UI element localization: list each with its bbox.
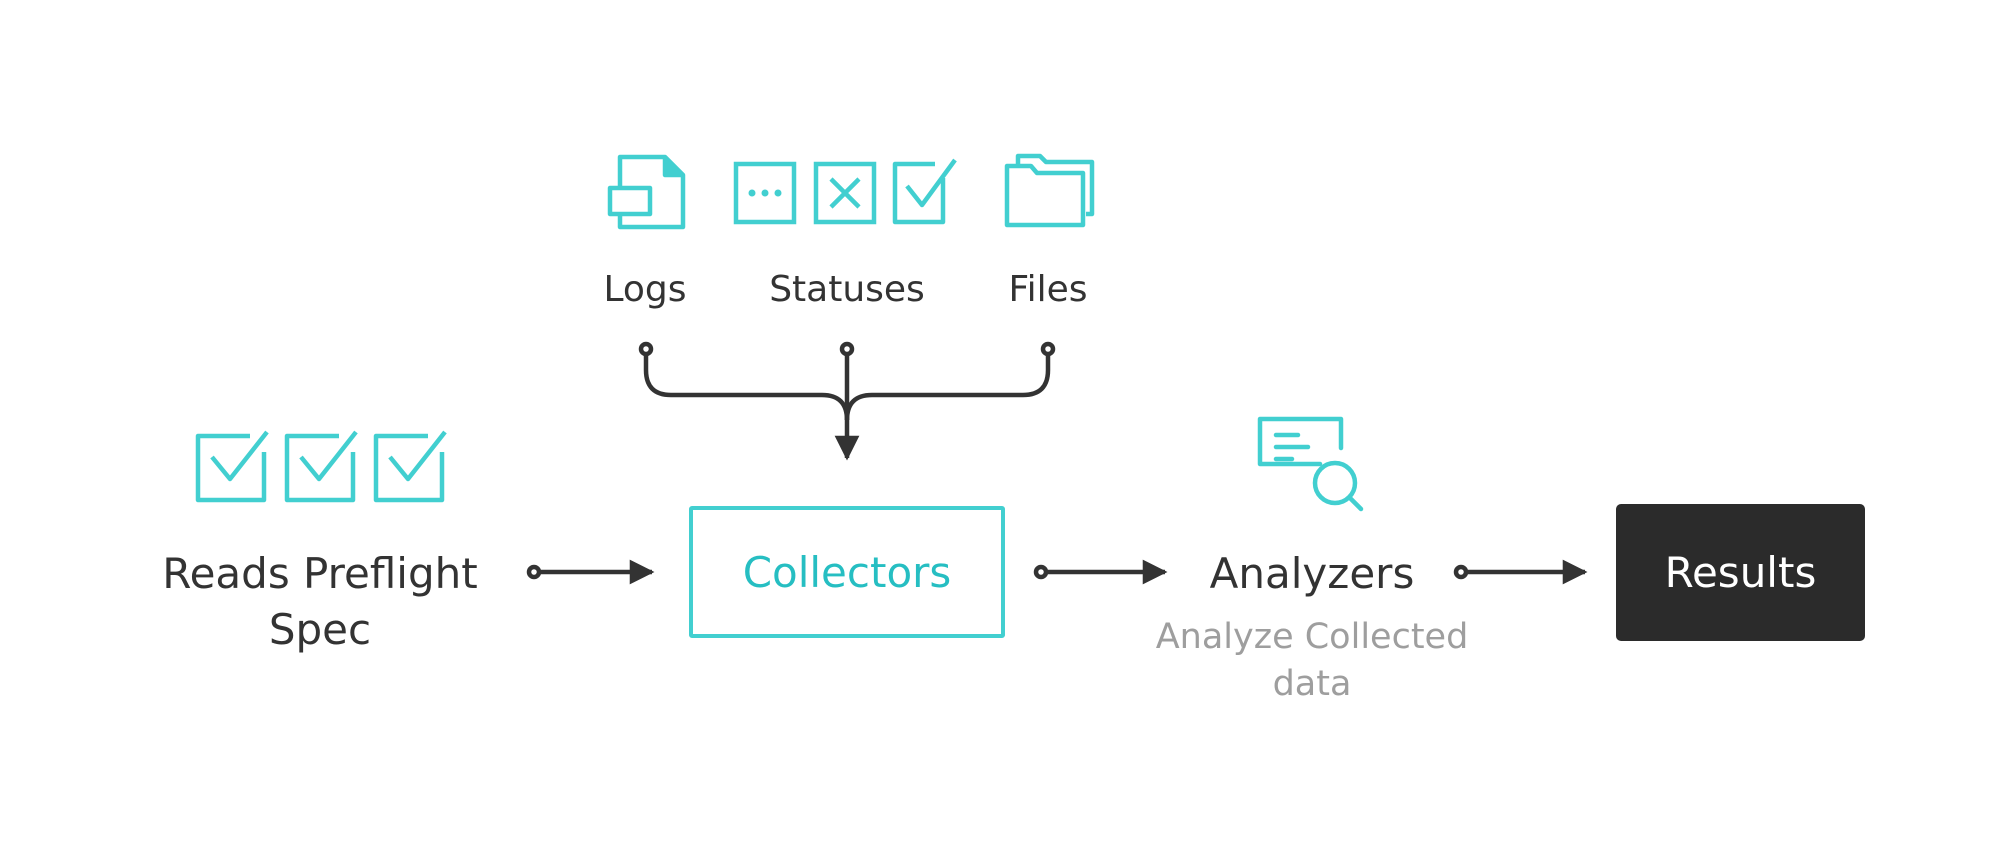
analyzers-description: Analyze Collected data [1155,617,1469,704]
preflight-spec-label: Reads Preflight Spec [162,549,478,654]
arrow-spec-to-collectors [526,559,655,585]
document-search-icon [1257,416,1364,512]
files-label: Files [1008,269,1088,310]
checkbox-checked-icon [284,430,358,503]
collectors-node: Collectors [689,506,1005,638]
results-node: Results [1616,504,1865,641]
logs-label: Logs [603,269,687,310]
arrow-analyzers-to-results [1453,559,1588,585]
log-file-icon [607,154,686,230]
arrow-collectors-to-analyzers [1033,559,1168,585]
results-label: Results [1664,548,1817,597]
analyzers-label: Analyzers [1209,549,1415,598]
status-pending-icon [733,161,797,225]
checkbox-checked-icon [373,430,447,503]
folders-icon [1004,153,1095,228]
status-failed-icon [813,161,877,225]
checkbox-checked-icon [195,430,269,503]
collectors-label: Collectors [742,547,952,597]
status-passed-icon [892,158,957,225]
merge-connector [638,341,1056,461]
statuses-label: Statuses [769,269,925,310]
